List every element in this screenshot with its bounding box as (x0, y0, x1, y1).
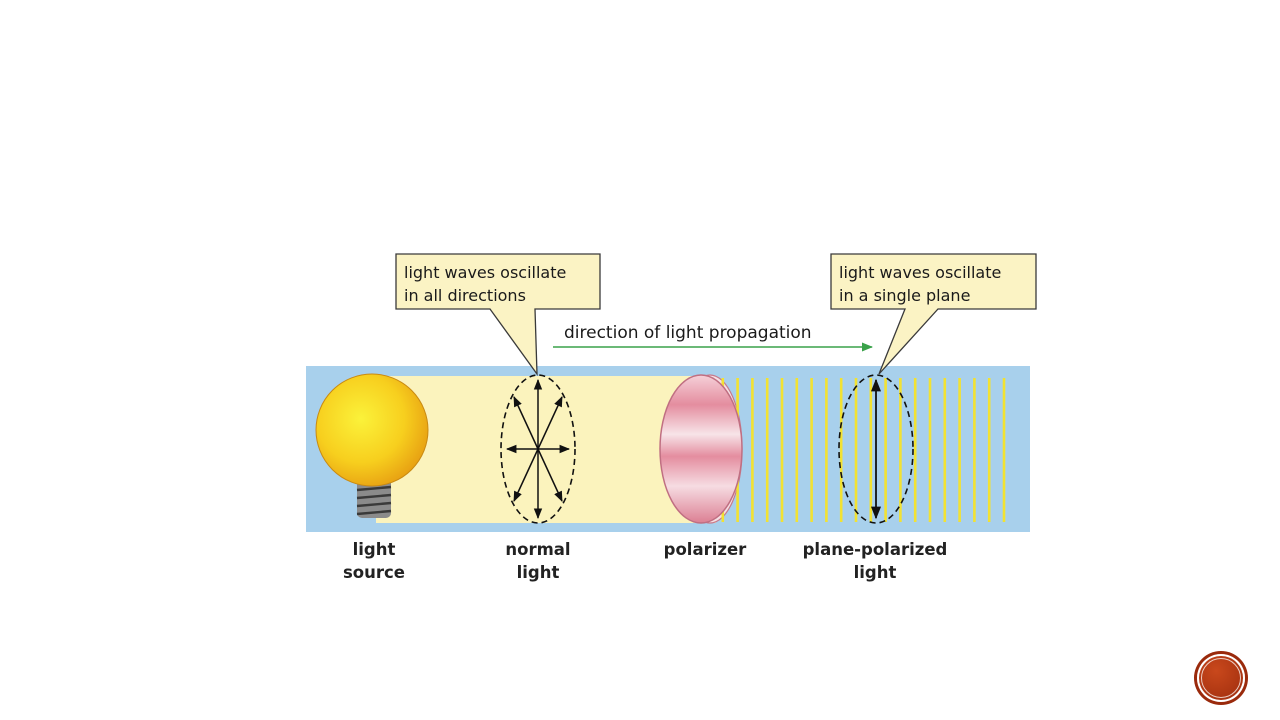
caption-plane-polarized: light (854, 563, 897, 582)
caption-normal-light: normal (505, 540, 570, 559)
callout-line: light waves oscillate (404, 263, 566, 282)
caption-polarizer: polarizer (664, 540, 748, 559)
callout-single-plane: light waves oscillate in a single plane (830, 253, 1037, 375)
propagation-label: direction of light propagation (564, 323, 812, 343)
light-bulb-icon (315, 373, 429, 518)
polarized-light-lines (706, 378, 1006, 522)
circle-badge-icon (1197, 654, 1245, 702)
callout-line: in all directions (404, 286, 526, 305)
caption-light-source: source (343, 563, 405, 582)
polarizer-disk (659, 374, 743, 524)
caption-light-source: light (353, 540, 396, 559)
caption-normal-light: light (517, 563, 560, 582)
normal-light-oscillation-icon (500, 374, 576, 524)
caption-plane-polarized: plane-polarized (803, 540, 948, 559)
plane-polarized-oscillation-icon (838, 374, 914, 524)
callout-line: light waves oscillate (839, 263, 1001, 282)
callout-line: in a single plane (839, 286, 970, 305)
callout-all-directions: light waves oscillate in all directions (395, 253, 601, 377)
badge-ring (1201, 658, 1241, 698)
